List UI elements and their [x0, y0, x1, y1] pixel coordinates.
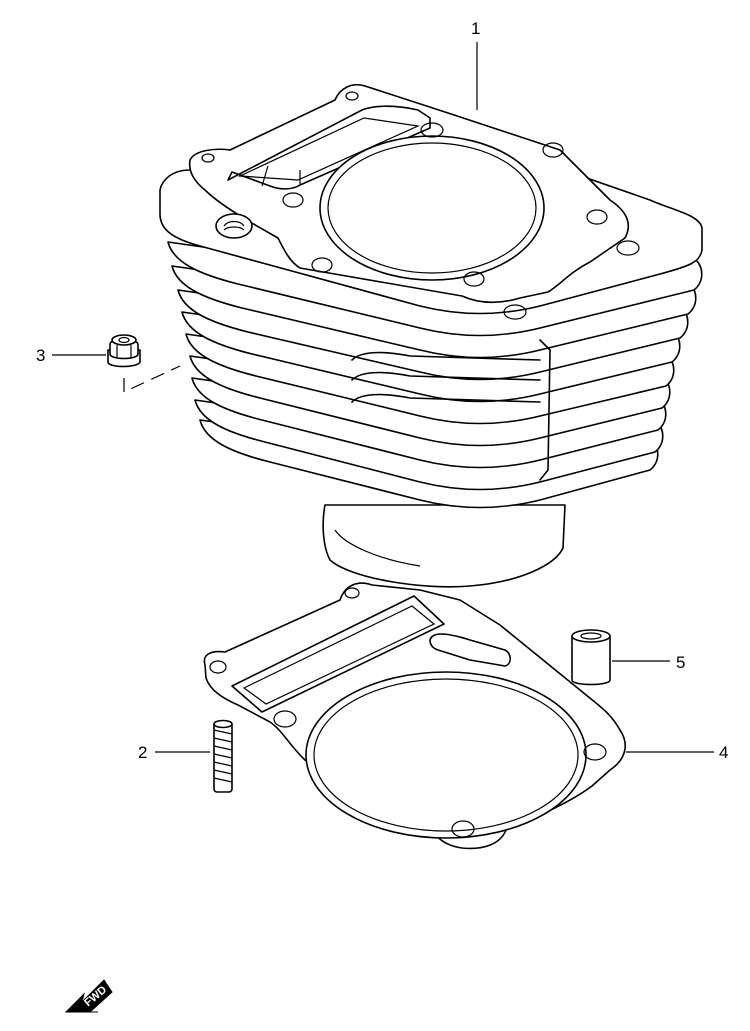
- dowel-part[interactable]: [571, 629, 611, 686]
- fwd-arrow-icon: FWD: [64, 979, 113, 1013]
- nut-part[interactable]: [107, 334, 141, 368]
- assembly-dash-line: [123, 365, 181, 393]
- callout-4: 4: [626, 743, 728, 762]
- callout-number-1: 1: [471, 19, 480, 38]
- callout-2: 2: [138, 743, 210, 762]
- stud-part[interactable]: [213, 719, 233, 793]
- callout-5: 5: [612, 653, 685, 672]
- callout-1: 1: [471, 19, 480, 110]
- gasket-part[interactable]: [203, 582, 626, 850]
- callout-3: 3: [36, 346, 106, 365]
- callout-number-5: 5: [676, 653, 685, 672]
- callout-number-3: 3: [36, 346, 45, 365]
- callout-number-4: 4: [719, 743, 728, 762]
- callout-number-2: 2: [138, 743, 147, 762]
- cylinder-part[interactable]: [159, 84, 703, 588]
